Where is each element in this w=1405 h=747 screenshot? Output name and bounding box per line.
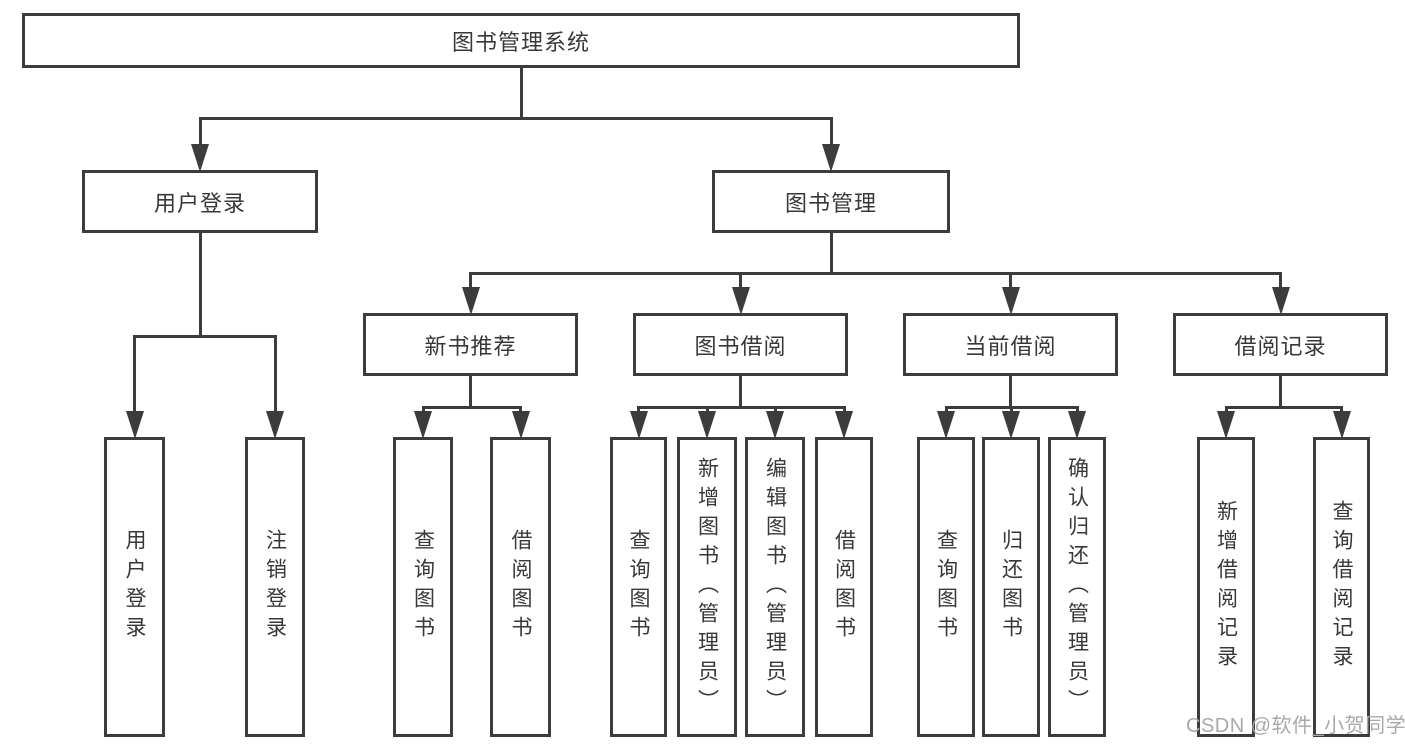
- node-label-leaf-edit-books: 编辑图书（管理员）: [763, 456, 787, 718]
- arrow-head: [766, 411, 784, 439]
- node-label-new-book-recommend: 新书推荐: [424, 333, 517, 359]
- node-label-leaf-borrow-books-2: 借阅图书: [832, 529, 856, 645]
- node-new-book-recommend: 新书推荐: [363, 313, 578, 376]
- connector-vertical: [739, 376, 742, 409]
- arrow-head: [835, 411, 853, 439]
- connector-horizontal: [198, 116, 833, 120]
- arrow-head: [1217, 411, 1235, 439]
- node-root: 图书管理系统: [22, 13, 1020, 68]
- arrow-head: [1002, 411, 1020, 439]
- arrow-head: [191, 144, 209, 172]
- arrow-head: [822, 144, 840, 172]
- connector-arrow-shaft: [705, 407, 709, 411]
- node-leaf-query-books-1: 查询图书: [393, 437, 453, 737]
- node-leaf-borrow-books-2: 借阅图书: [815, 437, 873, 737]
- connector-arrow-shaft: [1009, 407, 1013, 411]
- arrow-head: [698, 411, 716, 439]
- connector-arrow-shaft: [842, 407, 846, 411]
- connector-horizontal: [421, 405, 522, 409]
- node-label-book-management: 图书管理: [784, 190, 877, 216]
- arrow-head: [461, 287, 480, 315]
- arrow-head: [1271, 287, 1290, 315]
- node-user-login: 用户登录: [82, 170, 318, 233]
- arrow-head: [1332, 411, 1351, 439]
- node-leaf-edit-books: 编辑图书（管理员）: [745, 437, 805, 737]
- arrow-head: [414, 411, 432, 439]
- node-leaf-confirm-return: 确认归还（管理员）: [1048, 437, 1106, 737]
- connector-vertical: [469, 376, 472, 409]
- arrow-head: [125, 411, 144, 439]
- connector-vertical: [1009, 376, 1012, 409]
- node-label-leaf-logout: 注销登录: [263, 529, 287, 645]
- node-label-leaf-add-books: 新增图书（管理员）: [695, 456, 719, 718]
- connector-arrow-shaft: [273, 336, 277, 411]
- node-label-leaf-user-login: 用户登录: [123, 529, 146, 645]
- node-current-borrowing: 当前借阅: [903, 313, 1118, 376]
- node-label-root: 图书管理系统: [451, 29, 590, 55]
- connector-vertical: [519, 68, 523, 120]
- node-label-book-borrowing: 图书借阅: [694, 333, 787, 359]
- connector-horizontal: [637, 405, 846, 409]
- node-label-current-borrowing: 当前借阅: [964, 333, 1057, 359]
- connector-vertical: [829, 233, 833, 275]
- node-label-leaf-borrow-books-1: 借阅图书: [509, 529, 532, 645]
- node-book-borrowing: 图书借阅: [633, 313, 848, 376]
- connector-arrow-shaft: [739, 273, 742, 287]
- node-label-leaf-add-borrow-record: 新增借阅记录: [1214, 500, 1238, 674]
- arrow-head: [731, 287, 750, 315]
- node-label-leaf-query-borrow-record: 查询借阅记录: [1330, 500, 1353, 674]
- node-label-leaf-query-books-2: 查询图书: [627, 529, 650, 645]
- connector-arrow-shaft: [469, 273, 472, 287]
- csdn-watermark: CSDN @软件_小贺同学: [1186, 715, 1405, 737]
- arrow-head: [937, 411, 955, 439]
- arrow-head: [266, 411, 284, 439]
- connector-arrow-shaft: [421, 407, 425, 411]
- connector-arrow-shaft: [198, 118, 202, 144]
- node-label-leaf-return-books: 归还图书: [999, 529, 1023, 645]
- connector-horizontal: [469, 271, 1282, 275]
- node-leaf-query-books-3: 查询图书: [917, 437, 975, 737]
- arrow-head: [511, 411, 530, 439]
- node-leaf-return-books: 归还图书: [982, 437, 1040, 737]
- connector-arrow-shaft: [637, 407, 640, 411]
- node-leaf-add-borrow-record: 新增借阅记录: [1197, 437, 1255, 737]
- connector-vertical: [198, 233, 202, 338]
- connector-arrow-shaft: [1075, 407, 1079, 411]
- connector-horizontal: [133, 334, 277, 338]
- connector-arrow-shaft: [773, 407, 777, 411]
- node-borrow-records: 借阅记录: [1173, 313, 1388, 376]
- connector-arrow-shaft: [1279, 273, 1282, 287]
- node-leaf-logout: 注销登录: [245, 437, 305, 737]
- arrow-head: [629, 411, 648, 439]
- node-leaf-query-borrow-record: 查询借阅记录: [1313, 437, 1370, 737]
- node-book-management: 图书管理: [712, 170, 950, 233]
- connector-arrow-shaft: [519, 407, 522, 411]
- connector-arrow-shaft: [133, 336, 136, 411]
- connector-horizontal: [1224, 405, 1343, 409]
- node-label-leaf-query-books-3: 查询图书: [934, 529, 958, 645]
- node-label-leaf-query-books-1: 查询图书: [411, 529, 435, 645]
- arrow-head: [1001, 287, 1020, 315]
- node-leaf-add-books: 新增图书（管理员）: [677, 437, 737, 737]
- node-leaf-query-books-2: 查询图书: [610, 437, 667, 737]
- connector-arrow-shaft: [1224, 407, 1228, 411]
- connector-arrow-shaft: [1340, 407, 1343, 411]
- connector-arrow-shaft: [829, 118, 833, 144]
- node-label-leaf-confirm-return: 确认归还（管理员）: [1065, 456, 1089, 718]
- connector-arrow-shaft: [944, 407, 948, 411]
- connector-vertical: [1279, 376, 1282, 409]
- arrow-head: [1068, 411, 1086, 439]
- node-leaf-user-login: 用户登录: [104, 437, 165, 737]
- node-leaf-borrow-books-1: 借阅图书: [490, 437, 551, 737]
- node-label-user-login: 用户登录: [153, 190, 246, 216]
- node-label-borrow-records: 借阅记录: [1234, 333, 1327, 359]
- connector-arrow-shaft: [1009, 273, 1012, 287]
